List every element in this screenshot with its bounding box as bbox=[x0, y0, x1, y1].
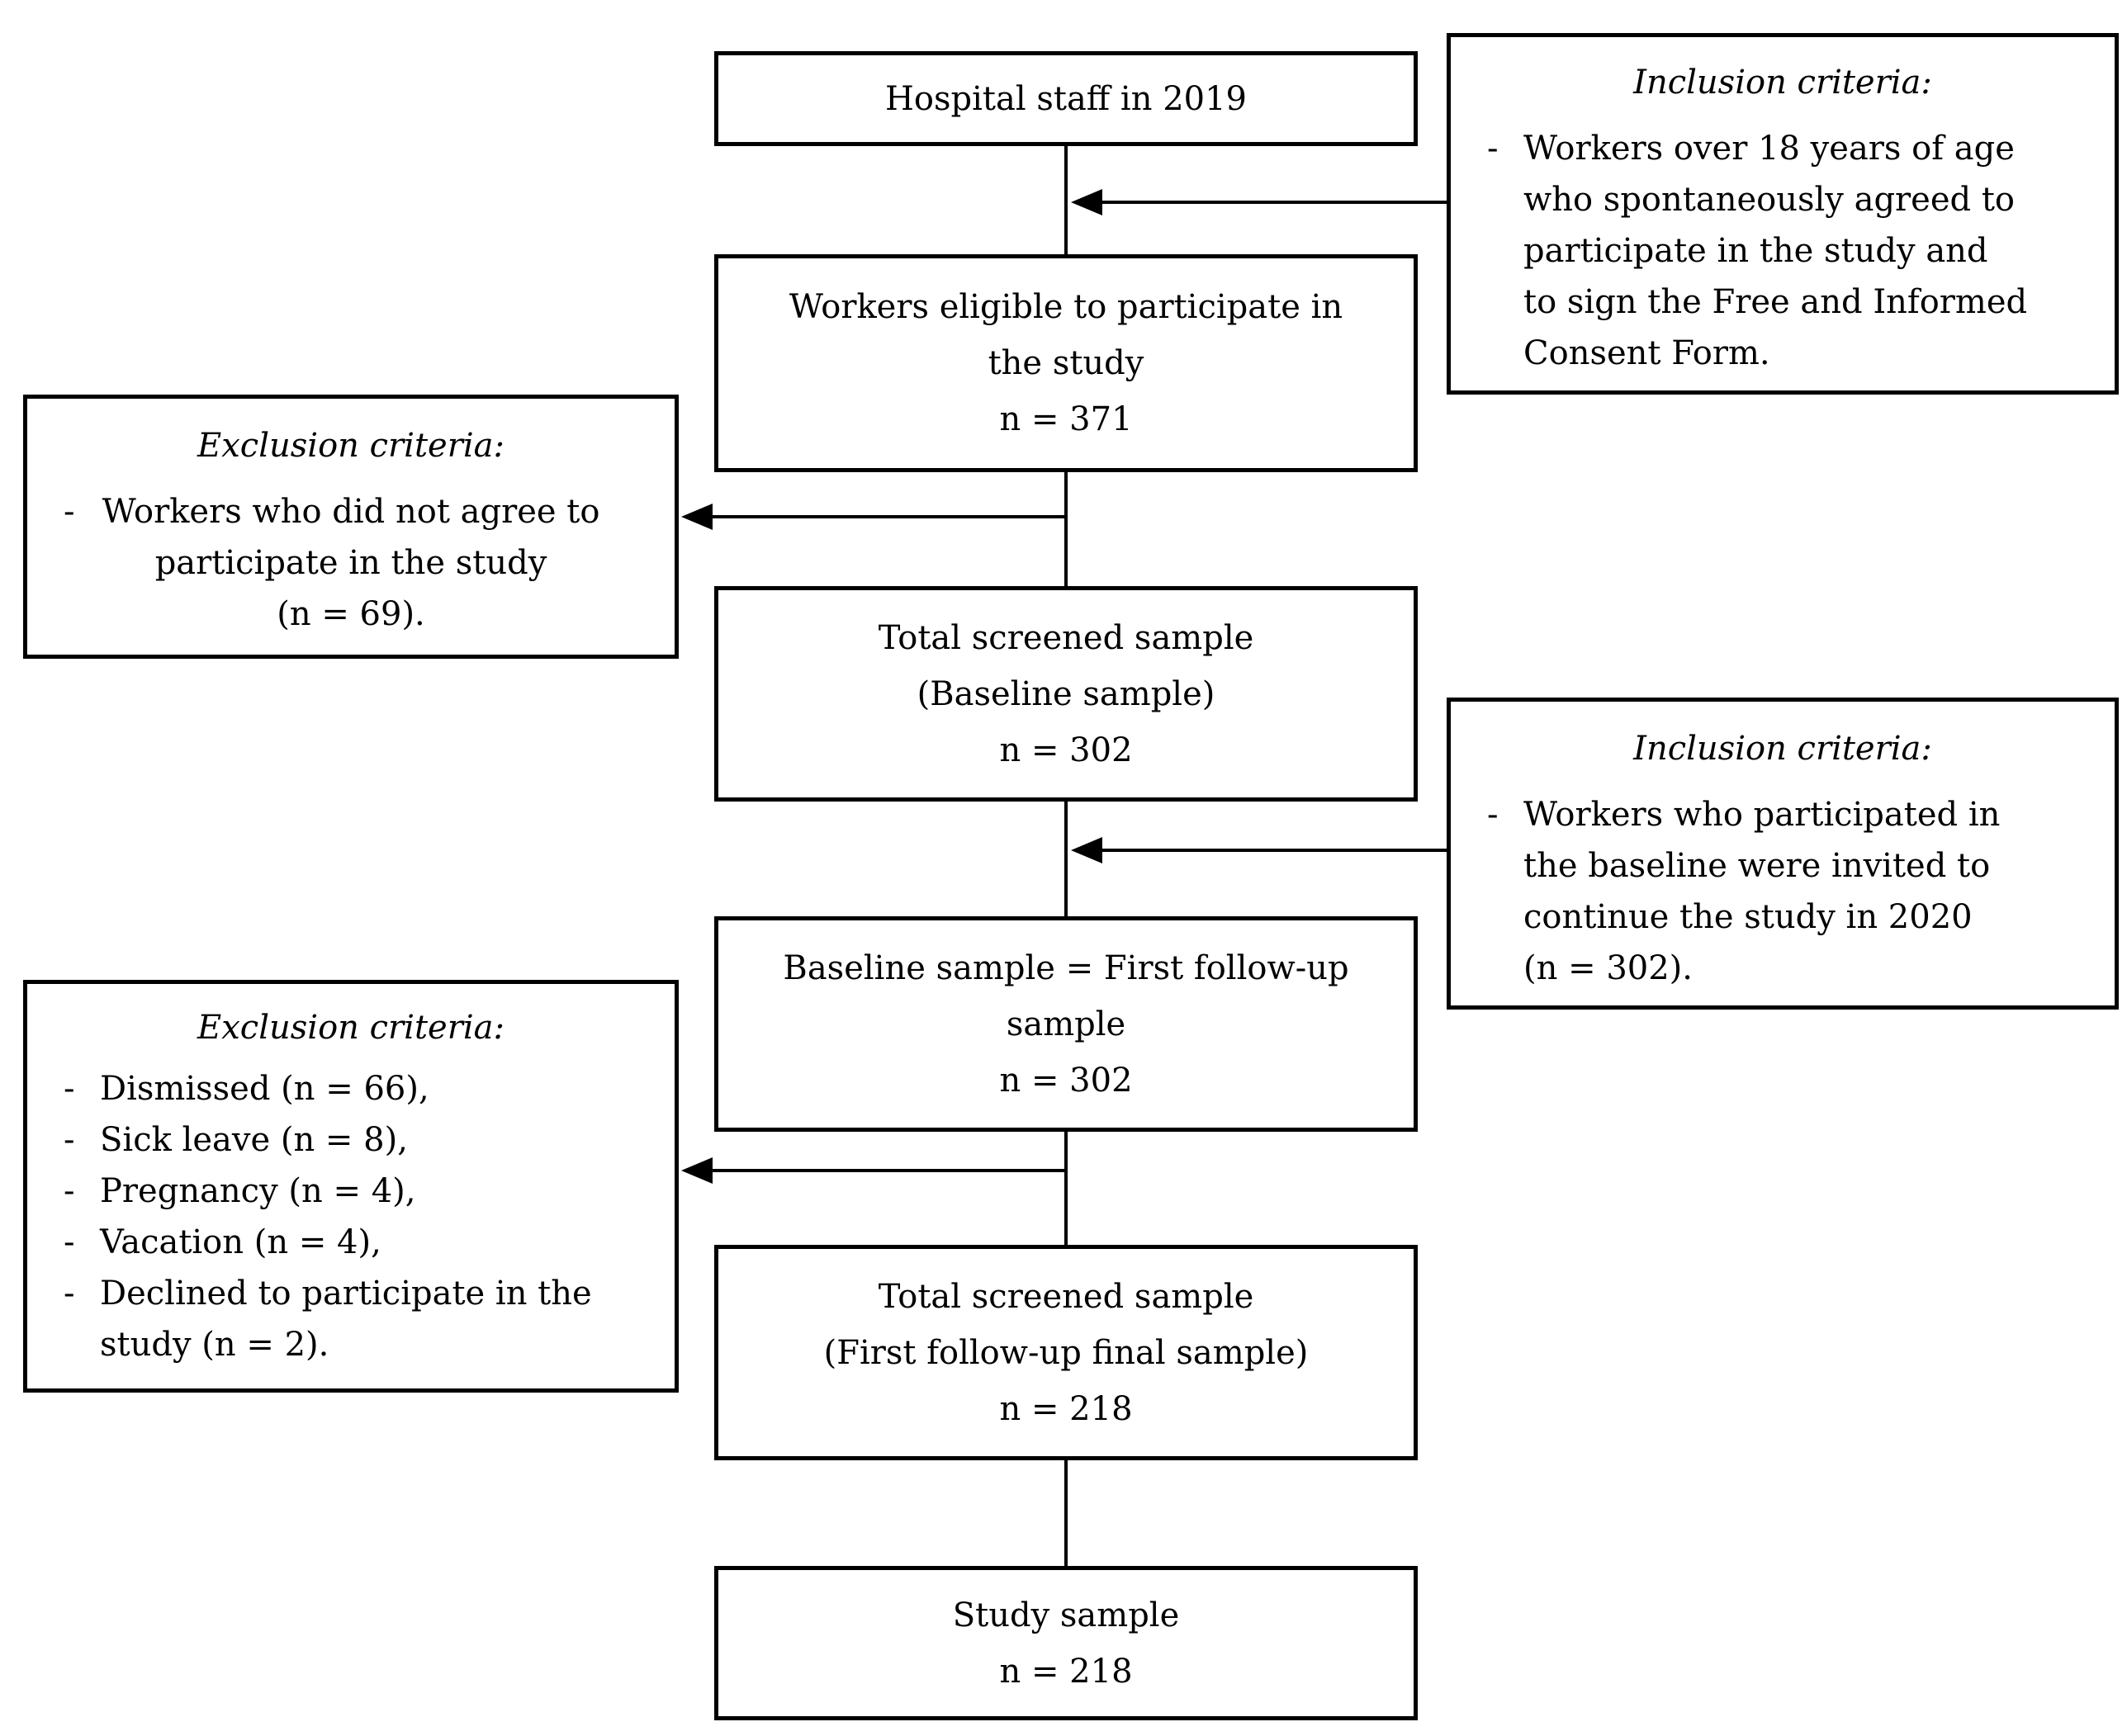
criteria-text-line: (n = 69). bbox=[277, 595, 425, 633]
criteria-text-line: Dismissed (n = 66), bbox=[100, 1070, 429, 1108]
sample-size-n218: n = 218 bbox=[999, 1652, 1133, 1691]
criteria-text-line: Workers who did not agree to bbox=[102, 493, 600, 531]
exclusion-item-vacation: - Vacation (n = 4), bbox=[27, 1217, 675, 1268]
criteria-text-line: Vacation (n = 4), bbox=[100, 1223, 381, 1261]
sample-size-n371: n = 371 bbox=[999, 400, 1133, 438]
exclusion-criteria-item: - Workers who did not agree to participa… bbox=[27, 486, 675, 640]
criteria-text-line: continue the study in 2020 bbox=[1523, 898, 1973, 936]
baseline-sample-box: Total screened sample (Baseline sample) … bbox=[714, 586, 1418, 802]
dash-bullet: - bbox=[64, 1172, 75, 1210]
dash-bullet: - bbox=[1487, 130, 1499, 168]
box-text-line: Total screened sample bbox=[878, 618, 1254, 657]
sample-size-n302: n = 302 bbox=[999, 1061, 1133, 1100]
hospital-staff-box: Hospital staff in 2019 bbox=[714, 51, 1418, 146]
exclusion-criteria-bottom-box: Exclusion criteria: - Dismissed (n = 66)… bbox=[23, 980, 679, 1393]
dash-bullet: - bbox=[64, 1121, 75, 1159]
exclusion-criteria-top-box: Exclusion criteria: - Workers who did no… bbox=[23, 395, 679, 659]
criteria-text-line: the baseline were invited to bbox=[1523, 847, 1991, 885]
sample-size-n302: n = 302 bbox=[999, 731, 1133, 769]
box-text-line: Total screened sample bbox=[878, 1277, 1254, 1316]
exclusion-item-sick-leave: - Sick leave (n = 8), bbox=[27, 1114, 675, 1166]
dash-bullet: - bbox=[64, 1223, 75, 1261]
arrowhead-left-icon bbox=[681, 1157, 713, 1184]
criteria-text-line: Workers over 18 years of age bbox=[1523, 130, 2015, 168]
exclusion-item-declined: - Declined to participate in the study (… bbox=[27, 1268, 675, 1370]
inclusion-criteria-title: Inclusion criteria: bbox=[1633, 64, 1932, 102]
inclusion-criteria-item: - Workers over 18 years of age who spont… bbox=[1451, 123, 2115, 379]
dash-bullet: - bbox=[1487, 796, 1499, 834]
arrowhead-left-icon bbox=[681, 504, 713, 530]
criteria-text-line: Pregnancy (n = 4), bbox=[100, 1172, 416, 1210]
sample-size-n218: n = 218 bbox=[999, 1389, 1133, 1428]
exclusion-item-dismissed: - Dismissed (n = 66), bbox=[27, 1063, 675, 1114]
box-text-line: Hospital staff in 2019 bbox=[885, 79, 1247, 118]
dash-bullet: - bbox=[64, 493, 75, 531]
box-text-line: (Baseline sample) bbox=[917, 674, 1215, 713]
eligible-workers-box: Workers eligible to participate in the s… bbox=[714, 254, 1418, 472]
arrowhead-left-icon bbox=[1071, 189, 1102, 215]
exclusion-criteria-title: Exclusion criteria: bbox=[197, 427, 505, 465]
box-text-line: Study sample bbox=[952, 1596, 1180, 1634]
exclusion-criteria-title: Exclusion criteria: bbox=[197, 1009, 505, 1047]
criteria-text-line: participate in the study bbox=[154, 544, 547, 582]
criteria-text-line: Workers who participated in bbox=[1523, 796, 2001, 834]
inclusion-criteria-bottom-box: Inclusion criteria: - Workers who partic… bbox=[1447, 698, 2119, 1010]
inclusion-criteria-top-box: Inclusion criteria: - Workers over 18 ye… bbox=[1447, 33, 2119, 395]
box-text-line: Workers eligible to participate in bbox=[789, 288, 1343, 326]
box-text-line: sample bbox=[1006, 1005, 1126, 1043]
criteria-text-line: (n = 302). bbox=[1523, 949, 1693, 987]
criteria-text-line: participate in the study and bbox=[1523, 232, 1988, 270]
first-followup-sample-box: Baseline sample = First follow-up sample… bbox=[714, 916, 1418, 1132]
criteria-text-line: Sick leave (n = 8), bbox=[100, 1121, 408, 1159]
box-text-line: the study bbox=[988, 344, 1144, 382]
followup-final-sample-box: Total screened sample (First follow-up f… bbox=[714, 1245, 1418, 1460]
criteria-text-line: Declined to participate in the bbox=[100, 1275, 592, 1313]
inclusion-criteria-title: Inclusion criteria: bbox=[1633, 730, 1932, 768]
exclusion-item-pregnancy: - Pregnancy (n = 4), bbox=[27, 1166, 675, 1217]
criteria-text-line: study (n = 2). bbox=[100, 1326, 329, 1364]
box-text-line: (First follow-up final sample) bbox=[823, 1333, 1309, 1372]
inclusion-criteria-item: - Workers who participated in the baseli… bbox=[1451, 789, 2115, 994]
criteria-text-line: who spontaneously agreed to bbox=[1523, 181, 2015, 219]
box-text-line: Baseline sample = First follow-up bbox=[783, 948, 1349, 987]
criteria-text-line: Consent Form. bbox=[1523, 334, 1770, 372]
arrowhead-left-icon bbox=[1071, 837, 1102, 863]
criteria-text-line: to sign the Free and Informed bbox=[1523, 283, 2028, 321]
dash-bullet: - bbox=[64, 1275, 75, 1313]
dash-bullet: - bbox=[64, 1070, 75, 1108]
study-sample-box: Study sample n = 218 bbox=[714, 1566, 1418, 1720]
